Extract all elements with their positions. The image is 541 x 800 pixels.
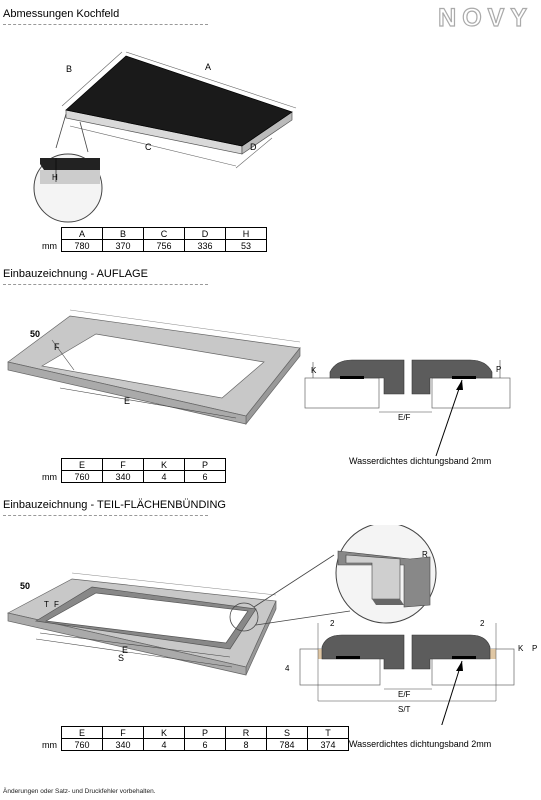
dim-label-4: 4 (285, 664, 290, 673)
section-title-auflage: Einbauzeichnung - AUFLAGE (3, 268, 148, 280)
dim-label-T: T (44, 600, 49, 609)
dim-label-P: P (496, 365, 501, 374)
dim-label-EF: E/F (398, 690, 411, 699)
section-title-teil: Einbauzeichnung - TEIL-FLÄCHENBÜNDING (3, 499, 226, 511)
dim-label-F: F (54, 600, 59, 609)
brand-text: NOVY (438, 4, 533, 32)
dim-label-P: P (532, 644, 537, 653)
dimension-table-abmessungen: A B C D H mm 780 370 756 336 53 (35, 227, 267, 252)
novy-logo: NOVY (438, 3, 533, 32)
dim-label-E: E (124, 396, 130, 406)
dimension-table-auflage: E F K P mm 760 340 4 6 (35, 458, 226, 483)
dim-label-EF: E/F (398, 413, 411, 422)
dim-label-50: 50 (30, 329, 40, 339)
section-title-abmessungen: Abmessungen Kochfeld (3, 8, 120, 20)
footer-disclaimer: Änderungen oder Satz- und Druckfehler vo… (3, 788, 156, 795)
dim-label-A: A (205, 62, 211, 72)
dim-label-K: K (311, 366, 317, 375)
dim-label-50: 50 (20, 581, 30, 591)
teil-drawing: 50 T F E S R 2 2 4 K P E/F S/T (7, 525, 537, 725)
dim-label-ST: S/T (398, 705, 411, 714)
dim-label-2-left: 2 (330, 619, 335, 628)
dimension-table-teil: E F K P R S T mm 760 340 4 6 8 784 374 (35, 726, 349, 751)
dim-label-F: F (54, 342, 60, 352)
dim-label-2-right: 2 (480, 619, 485, 628)
dim-label-D: D (250, 142, 257, 152)
dim-label-K: K (518, 644, 524, 653)
dim-label-E: E (122, 645, 128, 655)
section-divider (3, 515, 208, 516)
section-divider (3, 24, 208, 25)
auflage-drawing: 50 F E K P E/F (7, 309, 511, 457)
hob-dimension-drawing: A B C D H (33, 51, 297, 223)
sealing-tape-note: Wasserdichtes dichtungsband 2mm (349, 456, 492, 466)
dim-label-H: H (52, 173, 58, 182)
dim-label-C: C (145, 142, 152, 152)
dim-label-S: S (118, 653, 124, 663)
dim-label-R: R (422, 550, 428, 559)
dim-label-B: B (66, 64, 72, 74)
section-divider (3, 284, 208, 285)
sealing-tape-note: Wasserdichtes dichtungsband 2mm (349, 739, 492, 749)
